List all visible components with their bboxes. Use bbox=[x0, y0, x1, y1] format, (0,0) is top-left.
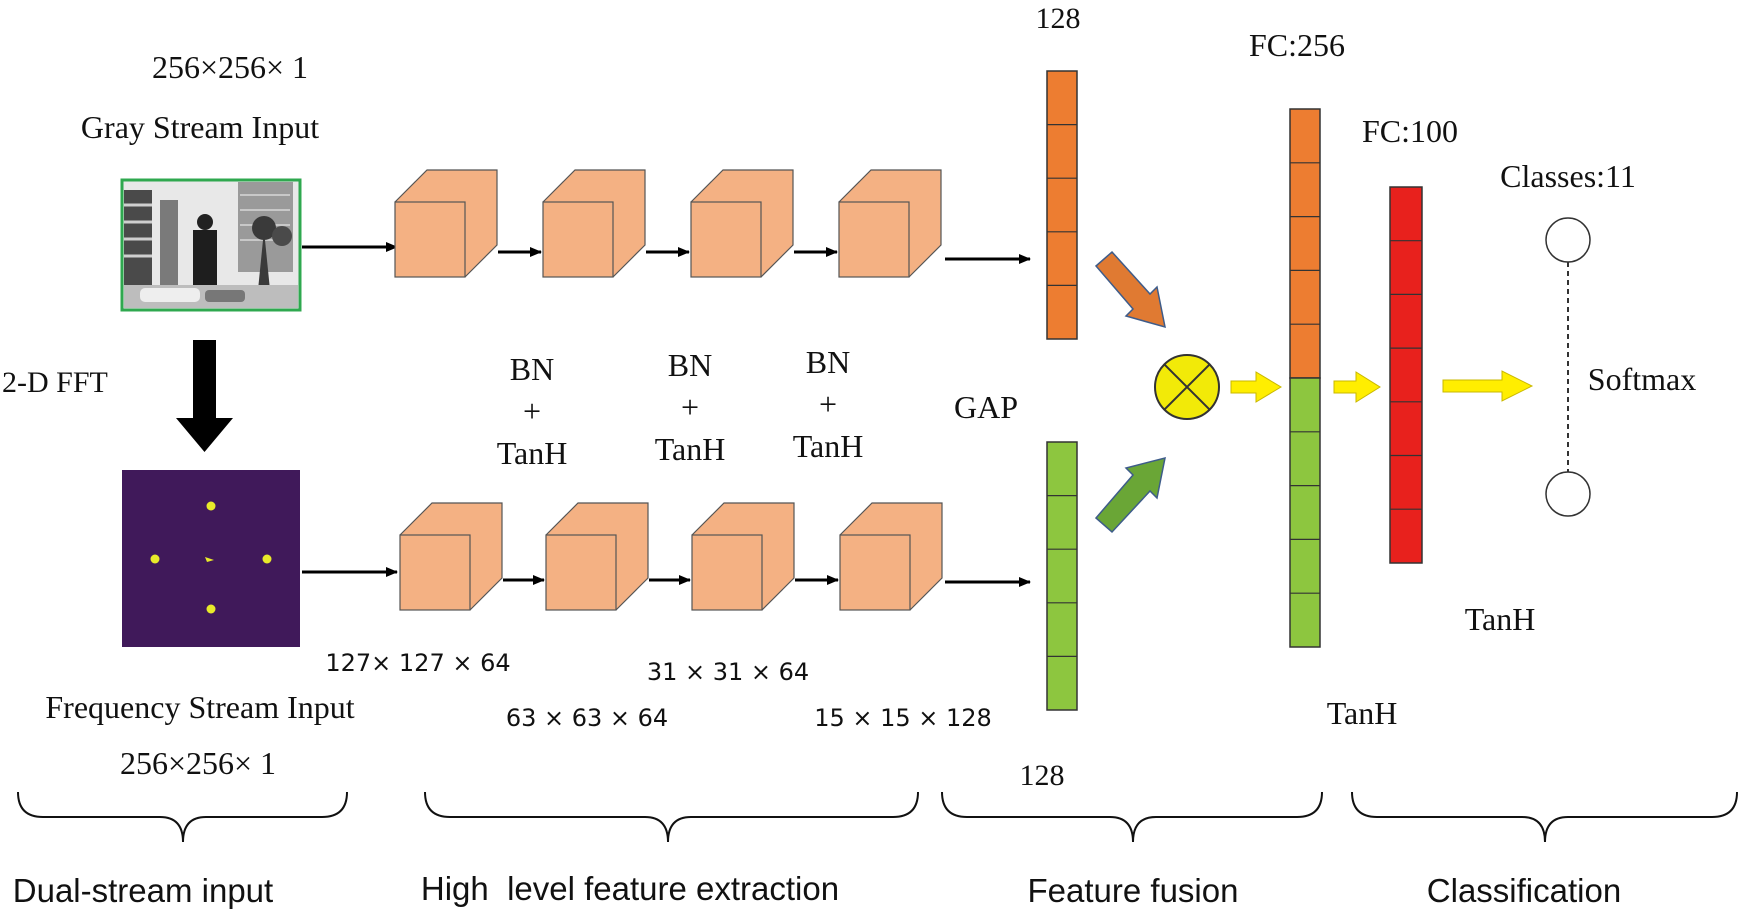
section-feature-extraction: High level feature extraction bbox=[421, 870, 839, 907]
yellow-arrow-fusion-to-fc bbox=[1230, 371, 1282, 403]
fc256-activation: TanH bbox=[1327, 695, 1398, 731]
brace-dual-stream bbox=[17, 791, 348, 843]
dims-label-4: 15 × 15 × 128 bbox=[814, 704, 992, 732]
dims-label-1: 127× 127 × 64 bbox=[325, 649, 510, 677]
plus-text: + bbox=[681, 389, 699, 425]
top-conv-block-2 bbox=[542, 169, 646, 278]
gray-input-label: Gray Stream Input bbox=[81, 109, 319, 145]
gap-orange-vector bbox=[1046, 70, 1078, 340]
bottom-conv-block-2 bbox=[545, 502, 649, 611]
fusion-multiply-icon bbox=[1154, 354, 1220, 420]
bn-text: BN bbox=[510, 351, 554, 387]
gray-input-image bbox=[120, 178, 302, 312]
bn-tanh-label-3: BN + TanH bbox=[793, 344, 864, 464]
brace-classification bbox=[1351, 791, 1738, 843]
bottom-conv-block-1 bbox=[399, 502, 503, 611]
output-node-top bbox=[1545, 217, 1591, 263]
gap-top-count: 128 bbox=[1036, 2, 1081, 35]
fft-down-arrow bbox=[176, 340, 233, 452]
fc100-activation: TanH bbox=[1465, 601, 1536, 637]
bn-tanh-label-2: BN + TanH bbox=[655, 347, 726, 467]
gap-label: GAP bbox=[954, 389, 1018, 425]
brace-feature-extraction bbox=[424, 791, 919, 843]
frequency-input-dims: 256×256× 1 bbox=[120, 745, 276, 781]
classes-label: Classes:11 bbox=[1500, 158, 1636, 194]
fc256-vector bbox=[1289, 108, 1321, 648]
output-nodes bbox=[1545, 217, 1591, 517]
bn-text: BN bbox=[668, 347, 712, 383]
top-conv-block-3 bbox=[690, 169, 794, 278]
tanh-text: TanH bbox=[497, 435, 568, 471]
section-dual-stream: Dual-stream input bbox=[13, 872, 273, 909]
bottom-conv-block-3 bbox=[691, 502, 795, 611]
green-fusion-arrow bbox=[1094, 456, 1166, 534]
orange-fusion-arrow bbox=[1094, 250, 1166, 329]
output-node-bottom bbox=[1545, 471, 1591, 517]
yellow-arrow-fc100-to-classes bbox=[1442, 370, 1534, 402]
tanh-text: TanH bbox=[655, 431, 726, 467]
plus-text: + bbox=[819, 386, 837, 422]
dims-label-3: 31 × 31 × 64 bbox=[647, 658, 809, 686]
tanh-text: TanH bbox=[793, 428, 864, 464]
plus-text: + bbox=[523, 393, 541, 429]
softmax-label: Softmax bbox=[1588, 361, 1696, 397]
gap-bottom-count: 128 bbox=[1020, 759, 1065, 792]
bn-text: BN bbox=[806, 344, 850, 380]
fc100-vector bbox=[1389, 186, 1423, 564]
yellow-arrow-fc256-to-fc100 bbox=[1333, 371, 1381, 403]
gap-green-vector bbox=[1046, 441, 1078, 711]
gray-input-dims: 256×256× 1 bbox=[152, 49, 308, 85]
bottom-conv-block-4 bbox=[839, 502, 943, 611]
fc100-label: FC:100 bbox=[1362, 113, 1458, 149]
fc256-label: FC:256 bbox=[1249, 27, 1345, 63]
bn-tanh-label-1: BN + TanH bbox=[497, 351, 568, 471]
section-classification: Classification bbox=[1427, 872, 1621, 909]
frequency-input-image bbox=[122, 470, 300, 647]
section-feature-fusion: Feature fusion bbox=[1028, 872, 1239, 909]
frequency-input-label: Frequency Stream Input bbox=[45, 689, 354, 725]
fft-label: 2-D FFT bbox=[2, 366, 108, 399]
dims-label-2: 63 × 63 × 64 bbox=[506, 704, 668, 732]
brace-feature-fusion bbox=[941, 791, 1323, 843]
top-conv-block-4 bbox=[838, 169, 942, 278]
top-conv-block-1 bbox=[394, 169, 498, 278]
